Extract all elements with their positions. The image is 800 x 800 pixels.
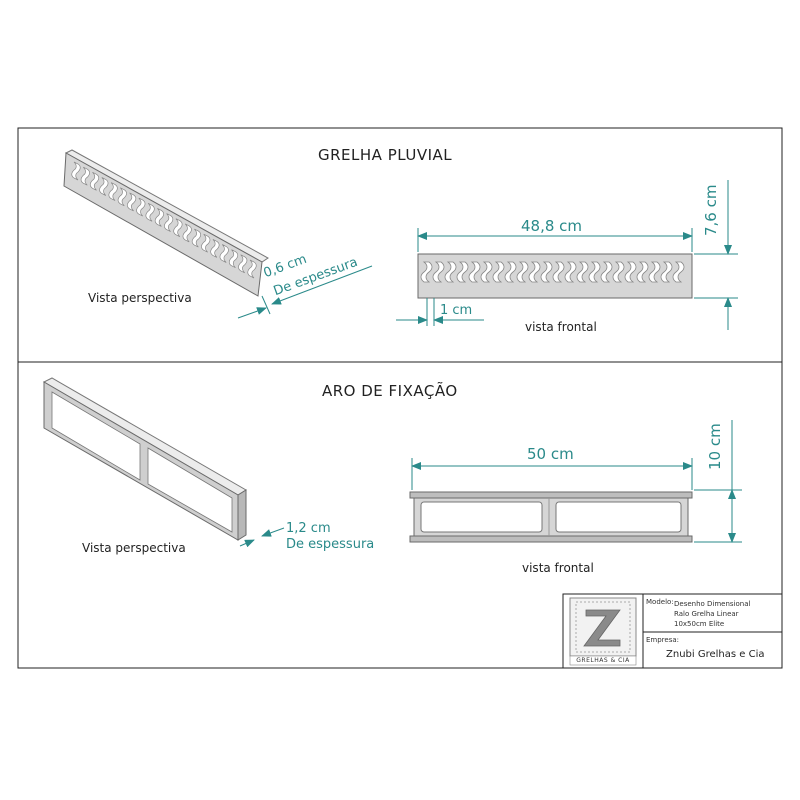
grelha-persp-slot [80,166,90,186]
grelha-perspective-view [63,149,269,297]
grelha-width-dimension [417,228,693,252]
aro-perspective-view [42,377,247,541]
grelha-title: GRELHA PLUVIAL [318,146,453,164]
grelha-persp-slot [89,171,100,191]
grelha-persp-slot [71,161,81,181]
grelha-height-dimension [694,180,738,330]
aro-front-view [409,491,693,543]
grelha-persp-slot [117,187,127,207]
grelha-slot [600,261,613,283]
grelha-persp-slot [201,233,211,253]
grelha-slot [540,261,553,283]
aro-front-label: vista frontal [522,561,594,575]
grelha-slot [612,261,625,283]
grelha-persp-slot [219,244,229,263]
empresa-value: Znubi Grelhas e Cia [666,649,765,660]
grelha-persp-slot [154,208,164,227]
modelo-line-3: 10x50cm Elite [674,620,725,628]
empresa-label: Empresa: [646,636,680,644]
grelha-gap-dimension [396,298,484,326]
grelha-front-view [417,253,693,299]
grelha-slot [660,261,673,283]
grelha-gap-label: 1 cm [440,303,473,318]
sheet-border [17,127,783,669]
grelha-slot [636,261,649,283]
grelha-persp-slot [164,213,174,232]
grelha-front-label: vista frontal [525,320,597,334]
grelha-slot [468,261,481,283]
grelha-persp-slot [136,197,146,217]
grelha-persp-slot [228,249,239,269]
grelha-slot [432,261,445,283]
grelha-slot [564,261,577,283]
grelha-persp-slot [173,218,183,238]
aro-perspective-label: Vista perspectiva [82,541,186,555]
grelha-persp-slot [182,223,192,243]
grelha-persp-slot [108,182,118,201]
grelha-slot [588,261,601,283]
modelo-line-2: Ralo Grelha Linear [674,610,739,618]
grelha-slot [504,261,517,283]
grelha-persp-slot [191,228,201,248]
grelha-slot [648,261,661,283]
grelha-slot [528,261,541,283]
aro-thickness-dimension [239,527,285,548]
aro-title: ARO DE FIXAÇÃO [322,382,458,400]
grelha-persp-slot [145,202,155,222]
grelha-slot [456,261,469,283]
grelha-slot [420,261,433,283]
grelha-slot [516,261,529,283]
modelo-line-1: Desenho Dimensional [674,600,751,608]
grelha-perspective-label: Vista perspectiva [88,291,192,305]
grelha-persp-slot [210,239,220,258]
grelha-slot [624,261,637,283]
grelha-persp-slot [238,254,248,274]
grelha-slot [576,261,589,283]
aro-thickness-text: De espessura [286,537,375,552]
grelha-persp-slot [127,192,137,212]
grelha-slot [552,261,565,283]
logo-text: GRELHAS & CIA [576,657,630,664]
modelo-label: Modelo: [646,598,674,606]
grelha-height-label: 7,6 cm [702,184,720,236]
aro-width-dimension [411,458,693,490]
grelha-thickness-dimension [237,265,373,319]
aro-thickness-value: 1,2 cm [286,521,331,536]
grelha-width-label: 48,8 cm [521,217,583,235]
grelha-slot [480,261,493,283]
aro-width-label: 50 cm [527,445,574,463]
aro-height-dimension [694,420,742,543]
grelha-persp-slot [247,259,257,279]
grelha-slot [444,261,457,283]
company-logo [569,597,637,666]
grelha-slot [672,261,685,283]
title-block [562,593,783,669]
aro-height-label: 10 cm [706,423,724,470]
grelha-slot [492,261,505,283]
grelha-persp-slot [99,177,109,196]
